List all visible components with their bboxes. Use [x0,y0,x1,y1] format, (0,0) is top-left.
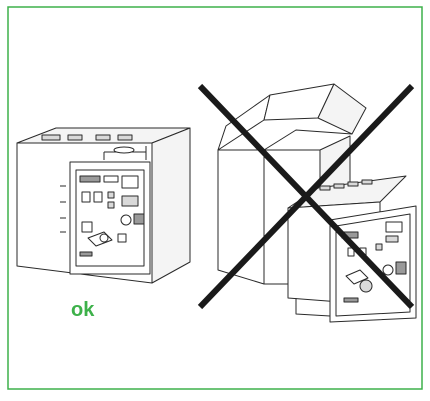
unboxed-relay-device-illustration [218,84,416,322]
boxed-relay-device-illustration [17,128,190,283]
ok-label: ok [71,298,131,322]
